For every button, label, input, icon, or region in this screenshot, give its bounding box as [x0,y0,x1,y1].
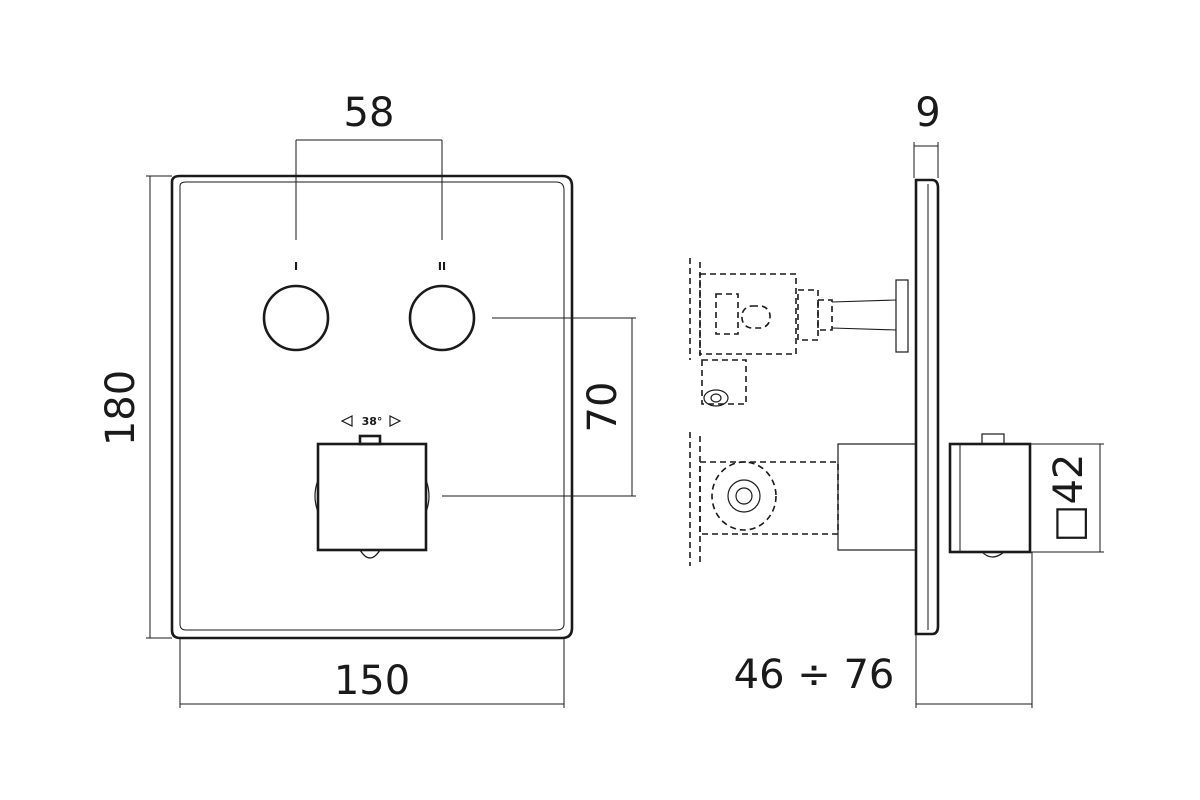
plate-outline-outer [170,174,574,640]
button-spacing-value: 58 [344,90,395,136]
front-view: 38° I II 58 180 150 [98,90,636,708]
rotation-label: 38° [362,415,383,428]
handle-square [316,442,428,552]
lower-valve-body [689,432,839,566]
rotation-indicator: 38° [340,415,402,428]
plate-outline-inner [179,181,565,631]
handle-side-left [314,479,319,513]
dimension-plate-thickness: 9 [913,90,941,178]
plate-thickness-value: 9 [915,90,940,136]
button-one-circle [262,284,330,352]
plate-height-value: 180 [98,370,144,446]
rotation-right-arrow-icon [389,415,402,427]
side-view: 9 [689,90,1104,708]
handle-indicator-bottom [359,549,381,559]
rotation-left-arrow-icon [340,415,353,427]
button-two-label: II [438,260,446,273]
vertical-offset-value: 70 [580,382,626,433]
dimension-wall-depth: 46 ÷ 76 [734,552,1033,708]
plate-width-value: 150 [334,658,410,704]
side-plate [914,178,940,636]
button-two-circle [408,284,476,352]
dimension-handle-size: □42 [1030,443,1104,553]
cartridge [837,443,917,551]
dimension-button-spacing: 58 [295,90,443,240]
button-one-label: I [294,260,298,273]
dimension-plate-height: 180 [98,175,172,639]
handle-indicator-top [358,434,382,446]
side-handle [948,433,1032,558]
dimension-vertical-offset: 70 [442,317,636,497]
handle-size-value: □42 [1046,454,1092,543]
upper-valve-body [689,258,909,407]
handle-side-right [425,479,430,513]
dimension-plate-width: 150 [179,638,565,708]
wall-depth-value: 46 ÷ 76 [734,652,895,698]
